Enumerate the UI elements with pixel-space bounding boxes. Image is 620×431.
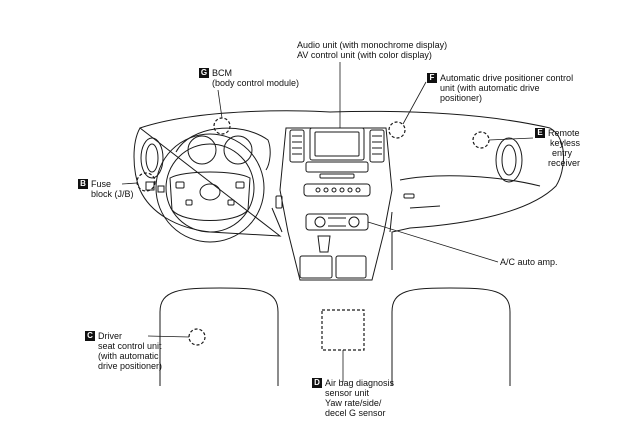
seat-leader <box>147 335 190 338</box>
fuse-label: Fuse block (J/B) <box>91 179 134 199</box>
audio-display <box>309 127 365 161</box>
center-vent-left <box>289 129 305 163</box>
passenger-seat-outline <box>391 287 511 386</box>
steering-wheel <box>155 133 265 243</box>
seat-control-label: Driver seat control unit (with automatic… <box>98 331 163 371</box>
fuse-letter-tag: B <box>78 179 88 189</box>
audio-unit-label: Audio unit (with monochrome display) AV … <box>297 40 448 60</box>
fuse-location-marker <box>136 172 156 192</box>
seat-letter-tag: C <box>85 331 95 341</box>
center-vent-right <box>369 129 385 163</box>
positioner-label: Automatic drive positioner control unit … <box>440 73 574 103</box>
airbag-sensor-label: Air bag diagnosis sensor unit Yaw rate/s… <box>325 378 395 418</box>
dashboard-outline <box>133 110 565 270</box>
fuse-leader <box>121 182 138 185</box>
ac-leader <box>367 221 499 263</box>
bcm-label: BCM (body control module) <box>212 68 300 88</box>
keyless-letter-tag: E <box>535 128 545 138</box>
ac-auto-amp-label: A/C auto amp. <box>500 257 558 267</box>
keyless-leader <box>488 137 534 141</box>
steering-logo <box>199 183 221 201</box>
keyless-location-marker <box>472 131 490 149</box>
left-vent <box>140 137 164 179</box>
bcm-letter-tag: G <box>199 68 209 78</box>
keyless-label: Remote keyless entry receiver <box>548 128 581 168</box>
driver-seat-outline <box>159 287 279 386</box>
positioner-leader <box>402 81 427 125</box>
dashboard-lower-edge <box>271 207 393 233</box>
glove-box <box>399 175 541 187</box>
right-vent <box>495 137 523 183</box>
airbag-letter-tag: D <box>312 378 322 388</box>
center-stack <box>279 127 393 281</box>
bcm-leader <box>217 89 223 119</box>
shift-lever <box>317 235 331 253</box>
positioner-location-marker <box>388 121 406 139</box>
bcm-location-marker <box>213 117 231 135</box>
positioner-letter-tag: F <box>427 73 437 83</box>
seat-unit-location-marker <box>188 328 206 346</box>
instrument-cluster <box>175 127 271 171</box>
airbag-unit-location-marker <box>321 309 365 351</box>
